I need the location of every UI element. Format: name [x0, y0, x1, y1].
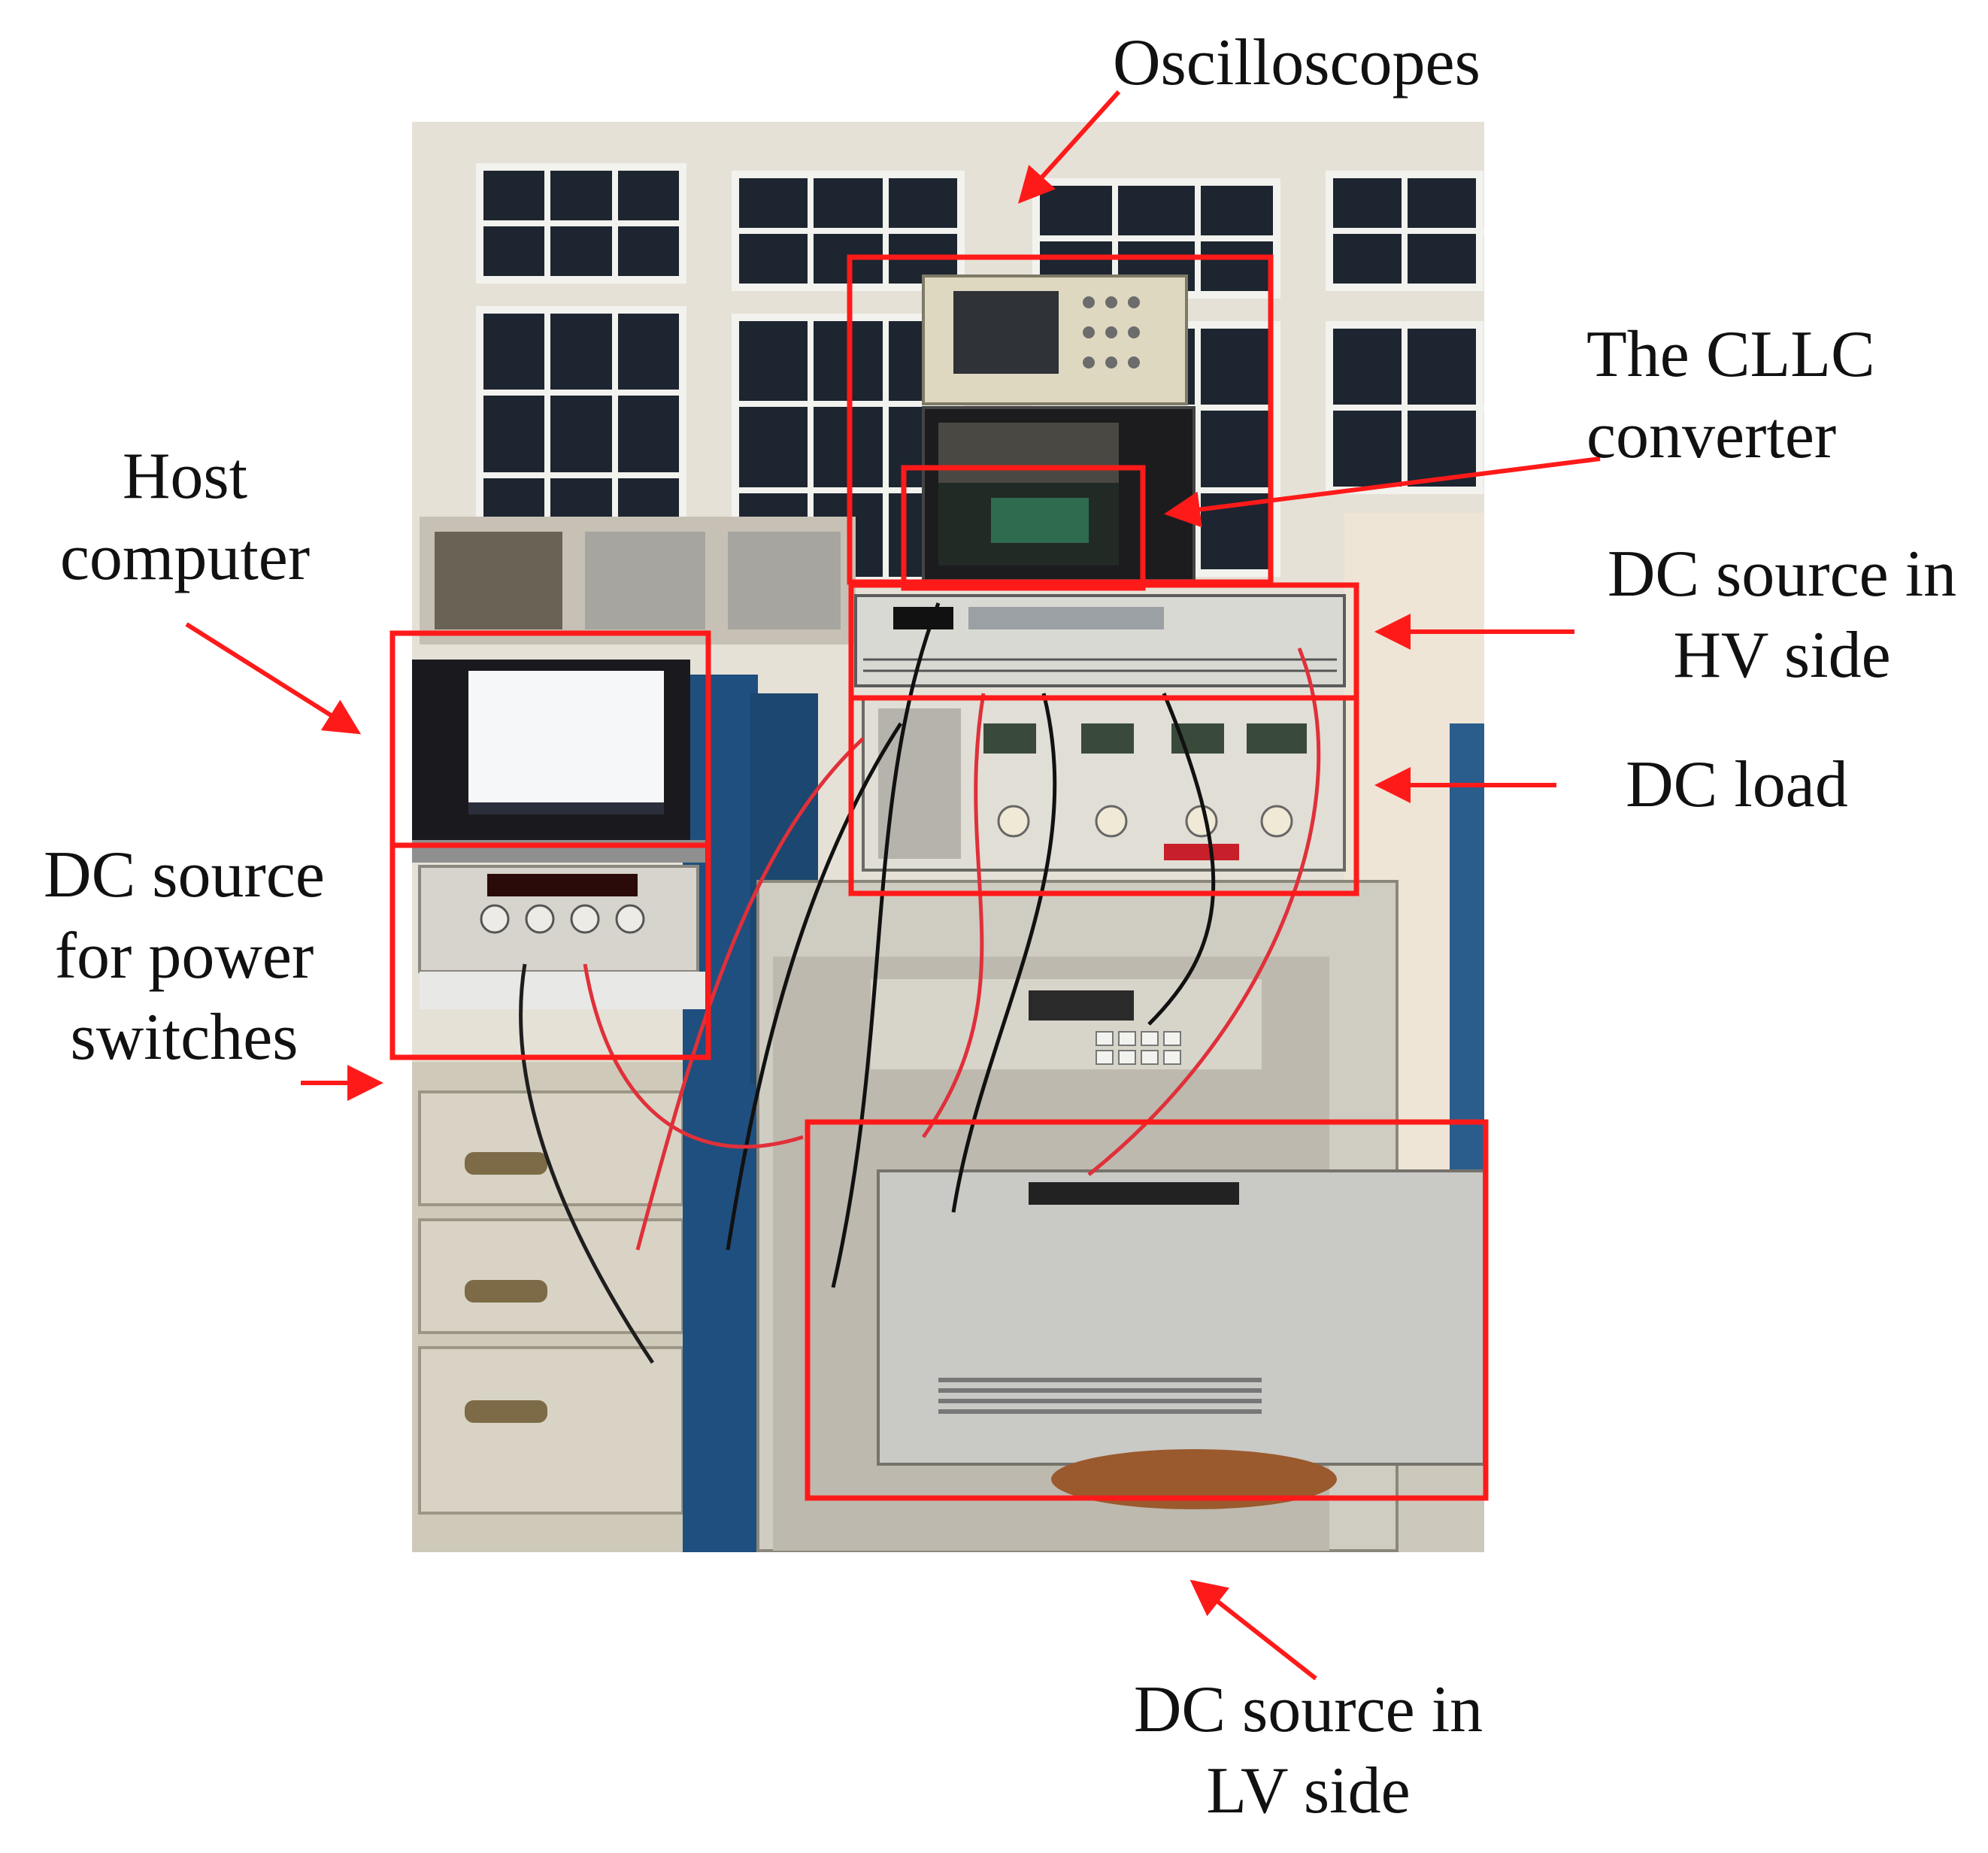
label-line: for power	[54, 920, 314, 993]
label-line: HV side	[1673, 619, 1891, 692]
label-dc-source-hv: DC source in HV side	[1586, 534, 1977, 696]
label-line: Oscilloscopes	[1113, 26, 1480, 99]
dc-lv-arrow	[1189, 1579, 1317, 1681]
host-arrow	[185, 622, 362, 735]
label-dc-load: DC load	[1609, 745, 1865, 826]
label-line: switches	[70, 1001, 299, 1074]
label-line: LV side	[1206, 1754, 1411, 1827]
label-oscilloscopes: Oscilloscopes	[1113, 23, 1480, 104]
label-line: converter	[1586, 399, 1837, 472]
label-line: DC source in	[1607, 538, 1957, 611]
label-line: DC source	[44, 839, 325, 911]
label-dc-source-lv: DC source in LV side	[1113, 1670, 1504, 1832]
label-line: DC source in	[1133, 1673, 1483, 1746]
label-cllc-converter: The CLLC converter	[1586, 314, 1875, 477]
lab-setup-photo	[412, 122, 1484, 1552]
label-line: computer	[59, 521, 311, 594]
label-line: Host	[122, 440, 248, 513]
label-line: The CLLC	[1586, 318, 1875, 391]
label-host-computer: Host computer	[50, 436, 320, 599]
label-line: DC load	[1626, 748, 1848, 821]
label-dc-source-switches: DC source for power switches	[23, 835, 346, 1078]
